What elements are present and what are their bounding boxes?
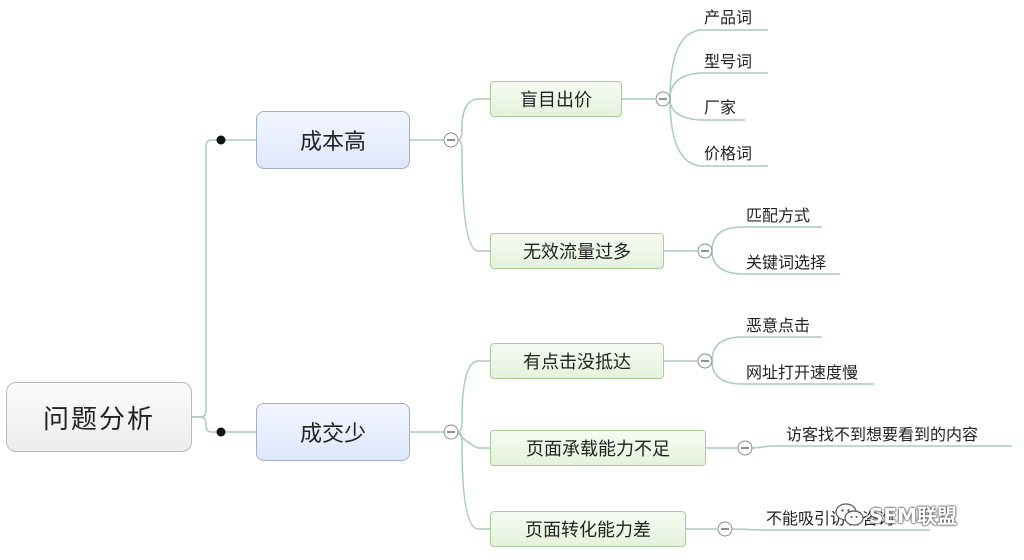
junction-dot-deal	[216, 427, 226, 437]
watermark-text: SEM联盟	[869, 504, 957, 528]
wechat-icon	[835, 502, 865, 528]
node-blind-bid[interactable]: 盲目出价	[490, 81, 622, 117]
leaf-manufacturer[interactable]: 厂家	[704, 98, 737, 117]
leaf-price-words[interactable]: 价格词	[704, 144, 753, 163]
node-page-conversion[interactable]: 页面转化能力差	[490, 511, 686, 547]
connector-root-deal	[192, 416, 221, 433]
connector-root-cost	[192, 139, 221, 418]
node-deal-few[interactable]: 成交少	[256, 403, 410, 461]
leaf-match-type[interactable]: 匹配方式	[746, 206, 811, 225]
leaf-product-words[interactable]: 产品词	[704, 8, 753, 27]
leaf-model-words[interactable]: 型号词	[704, 52, 753, 71]
node-cost-high[interactable]: 成本高	[256, 111, 410, 169]
node-click-no-arrival[interactable]: 有点击没抵达	[490, 343, 664, 379]
watermark: SEM联盟	[835, 500, 957, 529]
leaf-content-not-found[interactable]: 访客找不到想要看到的内容	[786, 425, 979, 444]
leaf-malicious-click[interactable]: 恶意点击	[746, 316, 811, 335]
junction-dot-cost	[216, 135, 226, 145]
node-invalid-traffic[interactable]: 无效流量过多	[490, 233, 664, 269]
leaf-slow-page[interactable]: 网址打开速度慢	[746, 363, 859, 382]
root-node[interactable]: 问题分析	[6, 382, 192, 452]
leaf-keyword-choice[interactable]: 关键词选择	[746, 253, 827, 272]
node-page-capacity[interactable]: 页面承载能力不足	[490, 430, 706, 466]
